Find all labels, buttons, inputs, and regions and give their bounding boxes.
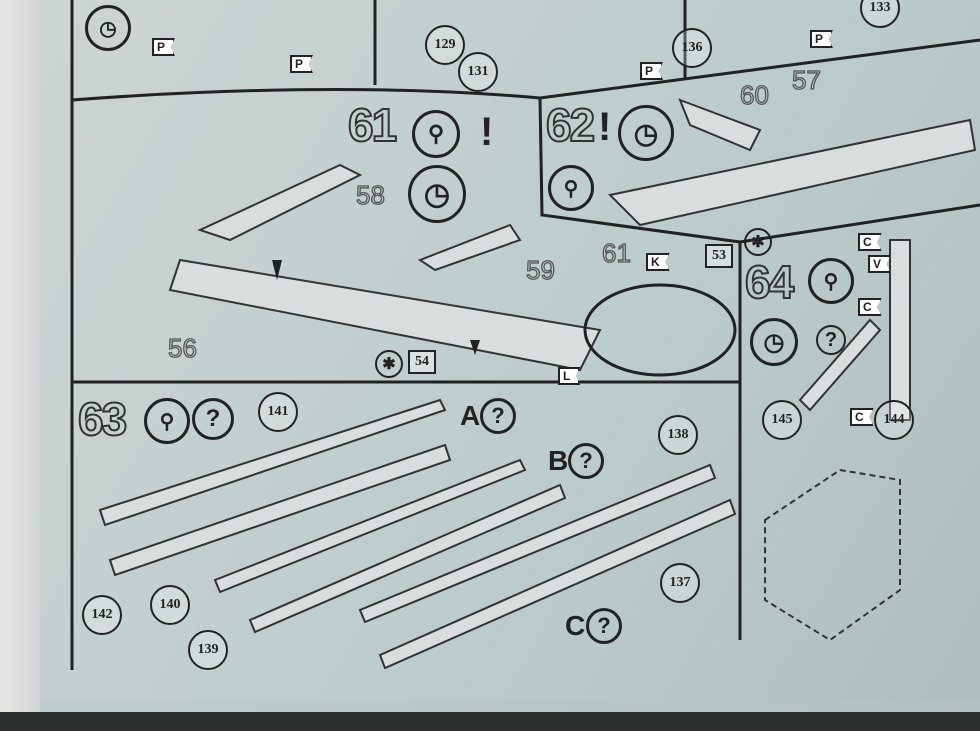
paint-flag-p: P (810, 30, 834, 48)
instruction-page: 129 131 136 133 P P P P ◷ 61 ⚲ ! ◷ 58 59… (0, 0, 980, 712)
step-number-61: 61 (347, 98, 398, 152)
part-number-131: 131 (458, 52, 498, 92)
page-edge (0, 0, 40, 712)
clock-icon: ◷ (618, 105, 674, 161)
part-label-56: 56 (167, 332, 197, 363)
part-number-145: 145 (762, 400, 802, 440)
asterisk-icon: ✱ (744, 228, 772, 256)
part-number-136: 136 (672, 28, 712, 68)
part-number-144: 144 (874, 400, 914, 440)
part-box-53: 53 (705, 244, 733, 268)
help-icon: ? (816, 325, 846, 355)
step-number-63: 63 (77, 392, 128, 446)
clock-icon: ◷ (85, 5, 131, 51)
part-label-57: 57 (791, 64, 821, 95)
paint-flag-c: C (850, 408, 874, 426)
panel-dividers (70, 0, 980, 670)
step-number-62: 62 (545, 98, 596, 152)
glue-icon: ⚲ (144, 398, 190, 444)
asterisk-icon: ✱ (375, 350, 403, 378)
paint-flag-c: C (858, 233, 882, 251)
glue-icon: ⚲ (412, 110, 460, 158)
help-icon: ? (568, 443, 604, 479)
help-icon: ? (480, 398, 516, 434)
part-label-58: 58 (355, 179, 385, 210)
help-icon: ? (192, 398, 234, 440)
option-a: A (460, 400, 481, 431)
option-c: C (565, 610, 586, 641)
paint-flag-k: K (646, 253, 670, 271)
part-label-61: 61 (601, 237, 631, 268)
wing-part-56 (168, 258, 602, 372)
part-label-60: 60 (739, 79, 769, 110)
part-number-142: 142 (82, 595, 122, 635)
part-number-138: 138 (658, 415, 698, 455)
part-number-139: 139 (188, 630, 228, 670)
part-number-137: 137 (660, 563, 700, 603)
warning-mark: ! (480, 110, 494, 154)
step-number-64: 64 (744, 255, 795, 309)
part-number-141: 141 (258, 392, 298, 432)
clock-icon: ◷ (750, 318, 798, 366)
help-icon: ? (586, 608, 622, 644)
part-box-54: 54 (408, 350, 436, 374)
part-number-140: 140 (150, 585, 190, 625)
part-number-129: 129 (425, 25, 465, 65)
glue-icon: ⚲ (548, 165, 594, 211)
clock-icon: ◷ (408, 165, 466, 223)
option-b: B (548, 445, 569, 476)
warning-mark: ! (598, 105, 612, 149)
instruction-sheet: 129 131 136 133 P P P P ◷ 61 ⚲ ! ◷ 58 59… (40, 0, 980, 700)
part-label-59: 59 (525, 254, 555, 285)
glue-icon: ⚲ (808, 258, 854, 304)
